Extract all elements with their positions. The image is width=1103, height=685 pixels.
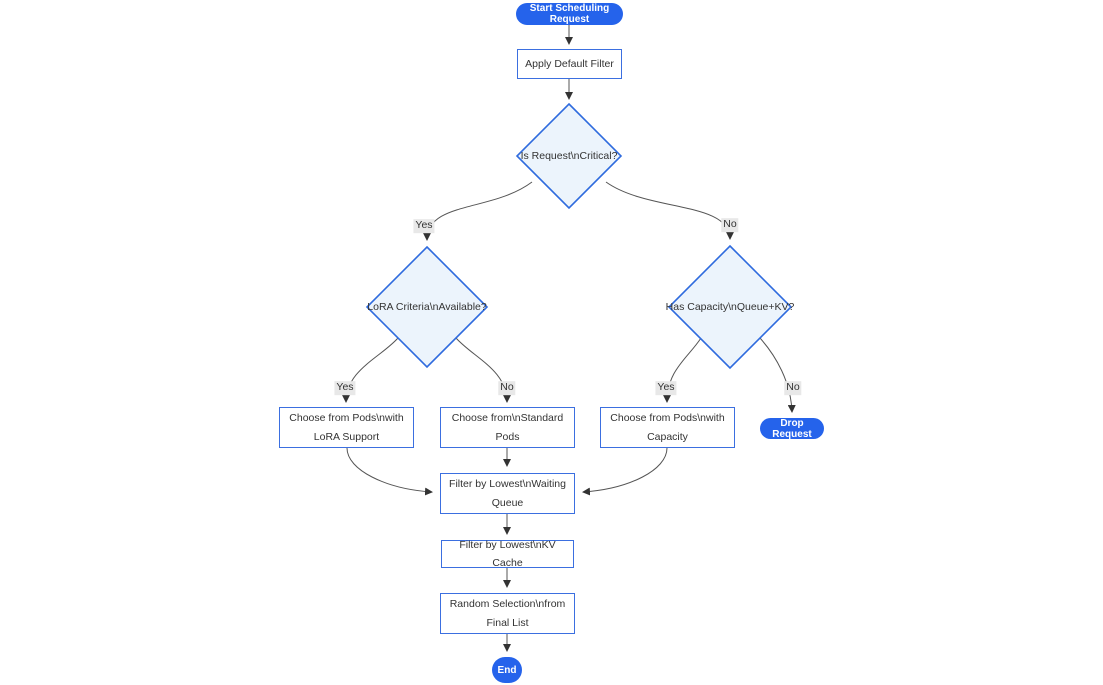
edge-capacitypods-to-filterqueue	[582, 447, 668, 496]
random-selection-node: Random Selection\nfrom Final List	[440, 593, 575, 634]
choose-lora-pods-node: Choose from Pods\nwith LoRA Support	[279, 407, 414, 448]
edge-label-capacity-yes: Yes	[655, 381, 677, 395]
edge-label-critical-yes: Yes	[413, 219, 435, 233]
decision-lora-criteria-shape	[365, 245, 489, 369]
edge-label-lora-yes: Yes	[334, 381, 356, 395]
drop-request-node: Drop Request	[760, 418, 824, 440]
choose-capacity-pods-node: Choose from Pods\nwith Capacity	[600, 407, 735, 448]
edge-critical-no	[605, 181, 734, 240]
choose-standard-pods-node: Choose from\nStandard Pods	[440, 407, 575, 448]
edge-lorapods-to-filterqueue	[346, 447, 433, 496]
edge-capacity-no	[759, 337, 796, 413]
edge-label-critical-no: No	[721, 218, 739, 232]
decision-lora-criteria-label: LoRA Criteria\nAvailable?	[367, 301, 487, 313]
end-node: End	[492, 657, 522, 683]
apply-default-filter-node: Apply Default Filter	[517, 49, 622, 79]
edge-label-capacity-no: No	[784, 381, 802, 395]
edge-critical-yes	[423, 181, 533, 241]
decision-has-capacity-shape	[667, 244, 793, 370]
decision-is-critical-label: Is Request\nCritical?	[520, 150, 618, 162]
filter-kv-cache-node: Filter by Lowest\nKV Cache	[441, 539, 574, 569]
edge-label-lora-no: No	[498, 381, 516, 395]
decision-is-critical-shape	[515, 102, 623, 210]
start-node: Start Scheduling Request	[516, 3, 623, 25]
filter-waiting-queue-node: Filter by Lowest\nWaiting Queue	[440, 473, 575, 514]
decision-has-capacity-label: Has Capacity\nQueue+KV?	[665, 301, 795, 313]
